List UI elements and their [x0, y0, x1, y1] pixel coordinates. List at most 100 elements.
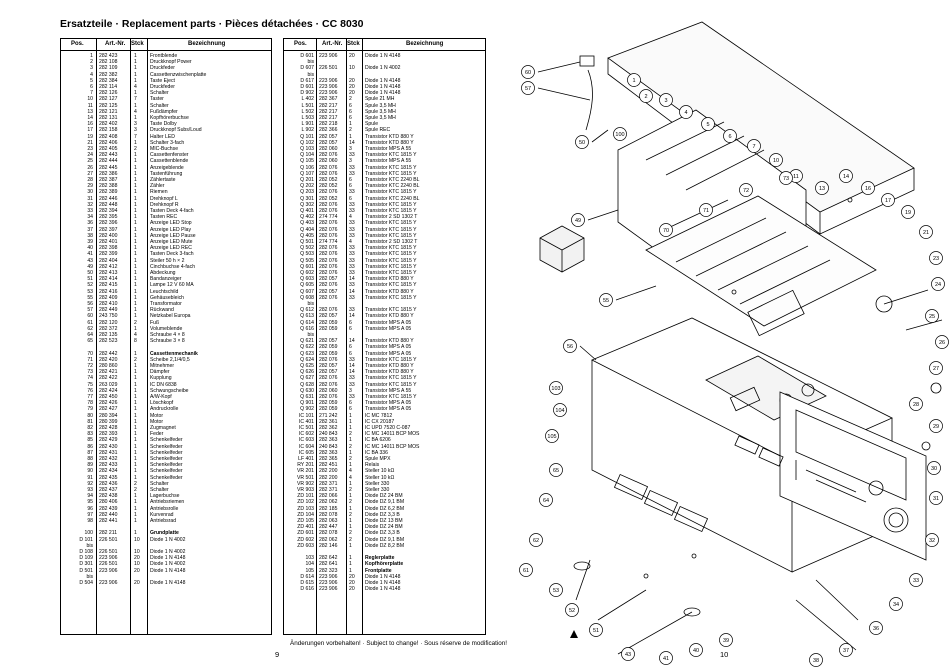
- cell-bez: Transistor KTC 1815 Y: [365, 257, 417, 264]
- cell-bez: Schenkelfeder: [150, 474, 183, 481]
- callout-label: 13: [819, 186, 825, 192]
- cell-art: 282 076: [319, 394, 338, 400]
- cell-pos: bis: [86, 542, 93, 549]
- cell-art: 282 444: [99, 158, 118, 165]
- cell-bez: Transistor KTC 1815 Y: [365, 307, 417, 314]
- callout-10: 10: [769, 153, 783, 167]
- cell-bez: Drehknopf L: [150, 195, 178, 202]
- cell-pos: Q 624: [300, 356, 314, 363]
- col-bez-header: Bezeichnung: [406, 41, 444, 47]
- cell-bez: Lagerbuchse: [150, 493, 180, 500]
- cell-bez: Transistor 2 SD 1302 T: [365, 214, 418, 221]
- cell-bez: Transistor KTD 880 Y: [365, 133, 414, 140]
- cell-bez: Spule 21 MH: [365, 96, 395, 103]
- cell-art: 282 435: [99, 474, 118, 481]
- cell-art: 282 076: [319, 232, 338, 239]
- callout-label: 32: [929, 538, 935, 544]
- cell-bez: Diode DZ 3,3 B: [365, 530, 400, 537]
- col-pos-header: Pos.: [294, 41, 307, 47]
- cell-pos: 78: [87, 400, 93, 407]
- cell-stck: 1: [134, 425, 137, 431]
- cell-pos: L 902: [301, 127, 314, 134]
- cell-pos: 38: [87, 232, 93, 239]
- cell-pos: 4: [90, 71, 93, 78]
- callout-label: 6: [728, 134, 731, 140]
- callout-41: 41: [659, 651, 673, 665]
- callout-32: 32: [925, 533, 939, 547]
- cell-stck: 6: [349, 325, 352, 332]
- callout-28: 28: [909, 397, 923, 411]
- cell-art: 223 906: [319, 84, 338, 90]
- cell-bez: Diode DZ 3,3 B: [365, 511, 400, 518]
- cell-art: 226 501: [99, 536, 118, 543]
- cell-pos: D 614: [300, 573, 314, 580]
- cell-bez: IC CX 20187: [365, 418, 395, 425]
- cell-bez: Schenkelfeder: [150, 449, 183, 456]
- cell-pos: 24: [87, 152, 93, 159]
- cell-bez: Antriebsrolle: [150, 505, 179, 512]
- cell-pos: 55: [87, 294, 93, 301]
- cell-bez: Transistor KTC 1815 Y: [365, 263, 417, 270]
- cell-art: 282 120: [99, 319, 118, 326]
- cell-art: 282 437: [99, 487, 118, 493]
- cell-bez: IC UPD 7520 C-087: [365, 425, 411, 431]
- cell-art: 223 906: [319, 77, 338, 84]
- cell-stck: 1: [134, 102, 137, 109]
- cell-bez: Diode 1 N 4002: [150, 549, 186, 555]
- cell-art: 223 906: [319, 580, 338, 586]
- cell-art: 282 427: [99, 406, 118, 413]
- cell-art: 282 440: [99, 511, 118, 518]
- cell-stck: 1: [134, 276, 137, 283]
- cell-pos: Q 601: [300, 263, 314, 270]
- cell-pos: D 902: [300, 90, 314, 97]
- cell-art: 282 076: [319, 164, 338, 171]
- cell-art: 282 642: [319, 555, 338, 562]
- cell-pos: D 615: [300, 580, 314, 586]
- cell-stck: 1: [349, 133, 352, 140]
- cell-pos: ZD 102: [297, 499, 314, 506]
- cell-art: 282 185: [319, 505, 338, 512]
- cell-art: 282 217: [319, 108, 338, 115]
- cell-bez: Relais: [365, 462, 380, 469]
- cell-stck: 20: [349, 573, 355, 580]
- cell-stck: 1: [134, 412, 137, 419]
- col-stck-header: Stck: [131, 41, 144, 47]
- cell-bez: Diode DZ 13 BM: [365, 518, 403, 524]
- cell-art: 282 076: [319, 201, 338, 208]
- cell-art: 282 445: [99, 164, 118, 171]
- cell-bez: Kupplung: [150, 375, 172, 382]
- cell-art: 282 109: [99, 65, 118, 72]
- cell-bez: Frontblende: [150, 53, 178, 59]
- cell-stck: 1: [349, 480, 352, 487]
- cell-bez: Zugmagnet: [150, 425, 176, 431]
- cell-stck: 6: [349, 406, 352, 413]
- cell-pos: Q 301: [300, 195, 314, 202]
- cell-pos: 93: [87, 487, 93, 493]
- cell-stck: 1: [134, 387, 137, 394]
- cell-stck: 2: [134, 480, 137, 487]
- page-title: Ersatzteile · Replacement parts · Pièces…: [60, 18, 364, 30]
- cell-bez: Schenkelfeder: [150, 437, 183, 444]
- cell-pos: 96: [87, 505, 93, 512]
- cell-art: 271 242: [319, 412, 338, 419]
- cell-pos: ZD 101: [297, 493, 314, 500]
- cell-stck: 1: [134, 245, 137, 252]
- cell-stck: 1: [134, 499, 137, 506]
- cell-stck: 1: [134, 437, 137, 444]
- cell-pos: RY 201: [297, 462, 314, 469]
- cell-pos: 82: [87, 425, 93, 431]
- cell-stck: 1: [349, 518, 352, 524]
